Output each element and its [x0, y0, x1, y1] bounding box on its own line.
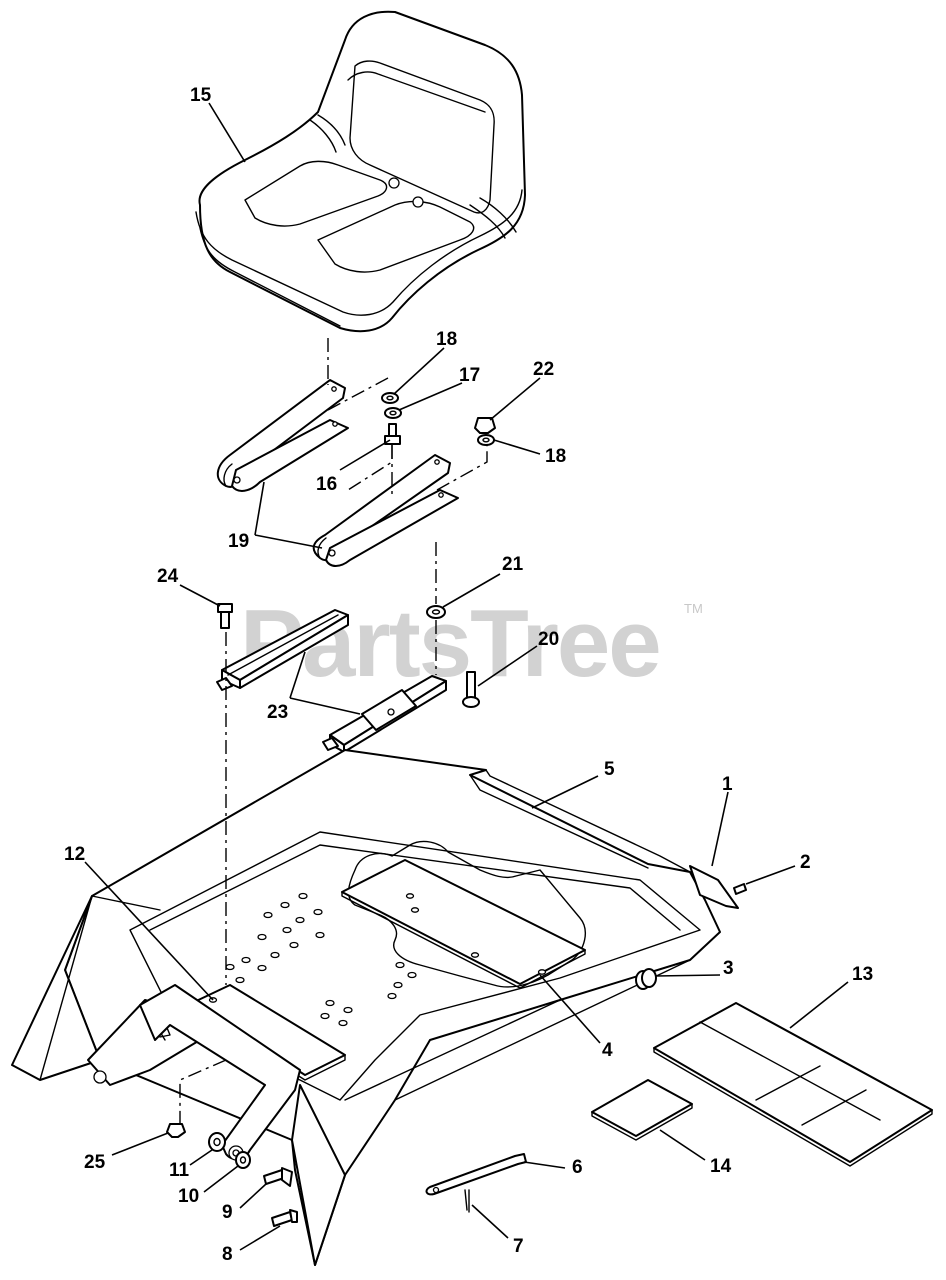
cotter-pin-part-7[interactable]: [464, 1189, 470, 1213]
callout-18-upper: 18: [436, 329, 457, 350]
seat-slide-left-part-23[interactable]: [216, 609, 349, 691]
callout-21: 21: [502, 554, 524, 575]
fender-deck-part-5[interactable]: [11, 749, 721, 1266]
latch-part-1[interactable]: [689, 865, 739, 909]
callout-17: 17: [459, 365, 480, 386]
callout-16: 16: [316, 474, 337, 495]
deck-mounting-holes: [225, 892, 417, 1027]
bushing-part-3[interactable]: [635, 968, 657, 990]
lock-washer-part-17[interactable]: [384, 407, 402, 419]
washer-part-18-lower[interactable]: [477, 434, 495, 446]
callout-labels: 15 18 17 22 18 16 19 24 21 20 23 5 1 2 1…: [64, 85, 873, 1265]
nut-part-22[interactable]: [474, 417, 496, 434]
rod-part-6[interactable]: [425, 1153, 527, 1196]
bolt-part-20[interactable]: [462, 671, 480, 708]
callout-3: 3: [723, 958, 734, 979]
bolt-part-16[interactable]: [384, 423, 401, 445]
nut-part-25[interactable]: [166, 1123, 186, 1138]
callout-20: 20: [538, 629, 559, 650]
callout-11: 11: [169, 1160, 190, 1181]
bolt-part-9[interactable]: [263, 1167, 293, 1187]
callout-10: 10: [178, 1186, 199, 1207]
callout-7: 7: [513, 1236, 524, 1257]
callout-2: 2: [800, 852, 811, 873]
callout-12: 12: [64, 844, 85, 865]
seat-slide-right-part-23[interactable]: [322, 675, 447, 753]
washer-part-21[interactable]: [426, 605, 446, 619]
watermark-trademark: TM: [684, 601, 703, 616]
seat-hinge-right-part-19[interactable]: [312, 454, 459, 567]
callout-5: 5: [604, 759, 615, 780]
callout-23: 23: [267, 702, 288, 723]
assembly-center-lines: [179, 338, 488, 1124]
callout-1: 1: [722, 774, 733, 795]
callout-15: 15: [190, 85, 212, 106]
callout-19: 19: [228, 531, 249, 552]
callout-24: 24: [157, 566, 179, 587]
mat-part-13[interactable]: [653, 1002, 933, 1167]
seat-part-15[interactable]: [195, 10, 526, 333]
callout-18-lower: 18: [545, 446, 566, 467]
callout-4: 4: [602, 1040, 613, 1061]
callout-6: 6: [572, 1157, 583, 1178]
seat-hinge-left-part-19[interactable]: [216, 379, 349, 492]
mat-part-14[interactable]: [591, 1079, 693, 1141]
callout-8: 8: [222, 1244, 233, 1265]
deck-plate-part-4[interactable]: [341, 859, 586, 989]
washer-part-10[interactable]: [235, 1151, 251, 1169]
callout-leaders: [84, 102, 849, 1251]
callout-14: 14: [710, 1156, 732, 1177]
callout-22: 22: [533, 359, 554, 380]
bushing-part-11[interactable]: [208, 1132, 226, 1152]
callout-9: 9: [222, 1202, 233, 1223]
bolt-part-24[interactable]: [217, 603, 233, 629]
callout-25: 25: [84, 1152, 106, 1173]
screw-part-2[interactable]: [733, 883, 747, 895]
washer-part-18-upper[interactable]: [381, 392, 399, 404]
pin-part-8[interactable]: [271, 1209, 298, 1227]
callout-13: 13: [852, 964, 873, 985]
